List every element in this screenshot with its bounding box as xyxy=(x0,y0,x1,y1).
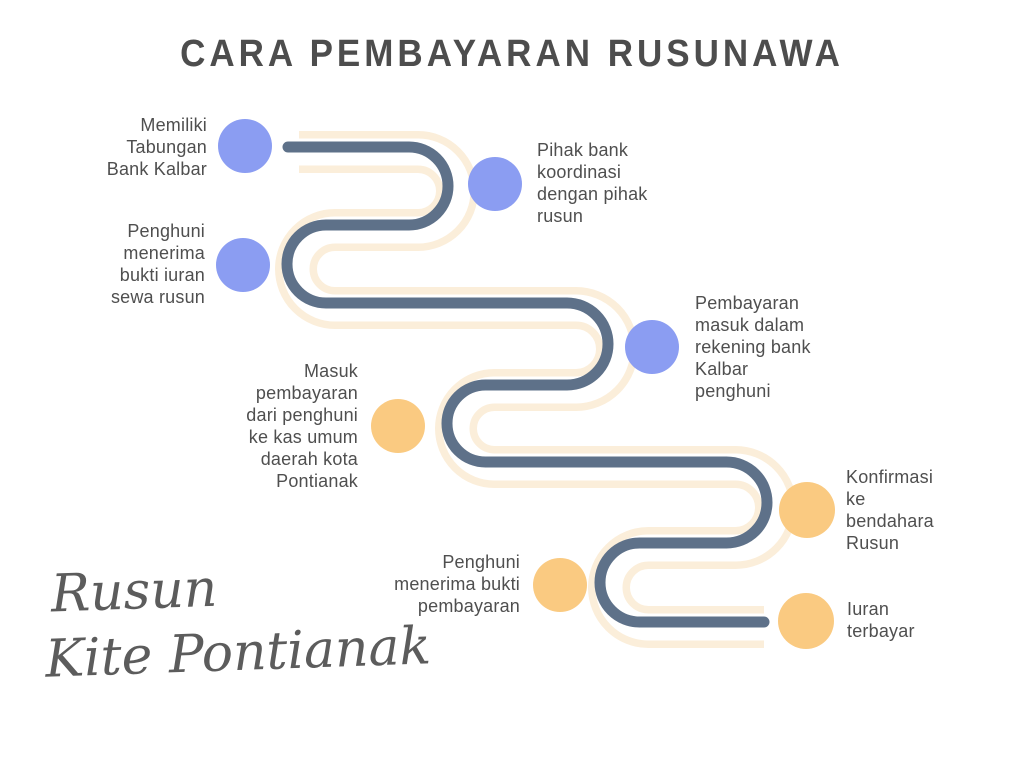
step-node-8 xyxy=(778,593,834,649)
step-node-4 xyxy=(625,320,679,374)
step-node-3 xyxy=(216,238,270,292)
page-title: CARA PEMBAYARAN RUSUNAWA xyxy=(180,32,844,75)
path-line xyxy=(281,141,773,628)
step-label-8: Iuran terbayar xyxy=(847,599,915,641)
step-node-6 xyxy=(779,482,835,538)
step-label-7: Penghuni menerima bukti pembayaran xyxy=(394,552,520,616)
step-label-5: Masuk pembayaran dari penghuni ke kas um… xyxy=(246,361,358,491)
step-label-3: Penghuni menerima bukti iuran sewa rusun xyxy=(110,221,205,307)
step-node-5 xyxy=(371,399,425,453)
step-node-7 xyxy=(533,558,587,612)
brand-line-2: Kite Pontianak xyxy=(44,616,432,690)
step-label-6: Konfirmasi ke bendahara Rusun xyxy=(846,467,934,553)
step-label-1: Memiliki Tabungan Bank Kalbar xyxy=(106,115,207,179)
step-node-2 xyxy=(468,157,522,211)
step-node-1 xyxy=(218,119,272,173)
step-label-2: Pihak bank koordinasi dengan pihak rusun xyxy=(537,140,648,226)
step-label-4: Pembayaran masuk dalam rekening bank Kal… xyxy=(695,293,811,401)
brand-signature: Rusun Kite Pontianak xyxy=(42,549,432,692)
